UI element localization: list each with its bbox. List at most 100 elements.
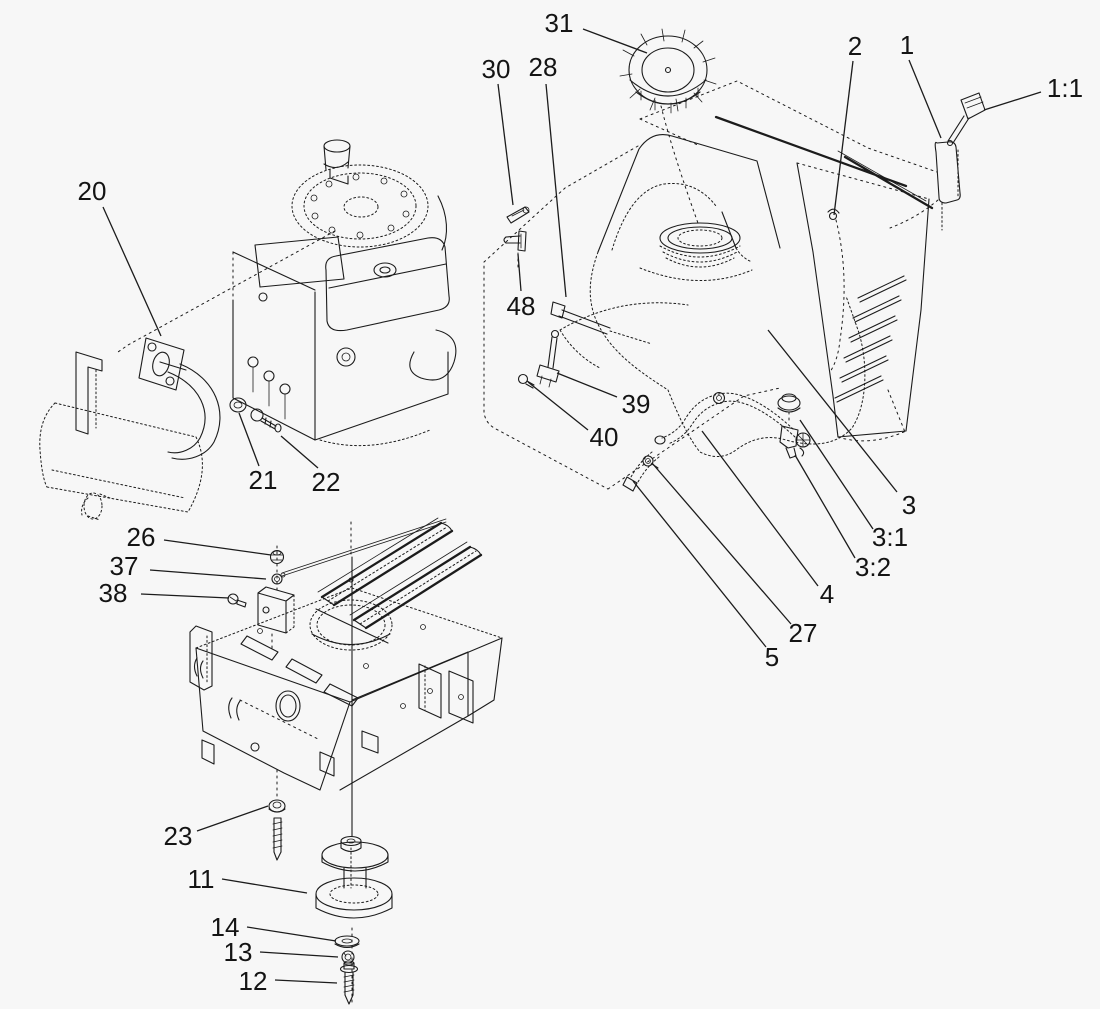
leader-line-4 [701, 430, 819, 587]
leader-line-13 [259, 951, 339, 958]
callout-label-26: 26 [127, 522, 156, 552]
throttle-control [889, 92, 986, 231]
bolt-26 [269, 549, 285, 565]
muffler-assembly [39, 337, 282, 521]
leader-line-22 [280, 435, 319, 469]
callout-label-21: 21 [249, 465, 278, 495]
cable-clip [827, 208, 845, 373]
leader-line-37 [149, 569, 267, 580]
callout-label-31: 31 [545, 8, 574, 38]
callout-label-13: 13 [224, 937, 253, 967]
callout-label-23: 23 [164, 821, 193, 851]
frame-front-face [195, 647, 351, 791]
exhaust-pipe [159, 361, 221, 460]
muffler-washer [229, 397, 247, 413]
control-console [796, 162, 930, 442]
callout-label-30: 30 [482, 54, 511, 84]
clip-48 [503, 230, 527, 269]
callout-label-27: 27 [789, 618, 818, 648]
leader-line-5 [632, 480, 767, 648]
callout-label-3:2: 3:2 [855, 552, 891, 582]
leader-line-20 [102, 206, 162, 337]
callout-label-4: 4 [820, 579, 834, 609]
support-rod [281, 518, 447, 577]
oil-fill-cap [323, 139, 351, 185]
callout-label-48: 48 [507, 291, 536, 321]
linkage-rod-39 [536, 329, 560, 388]
callout-label-3: 3 [902, 490, 916, 520]
spindle-hole [309, 599, 393, 651]
cap-alignment-trace [660, 105, 700, 227]
callout-label-40: 40 [590, 422, 619, 452]
fuel-shutoff-valve [779, 425, 799, 449]
bolt-23 [268, 769, 286, 861]
frame-assembly [189, 517, 503, 837]
spindle-pulley-assembly [315, 835, 393, 1005]
callout-label-5: 5 [765, 642, 779, 672]
fuel-pickup-tube-28 [550, 301, 653, 345]
leader-line-23 [196, 805, 269, 832]
filler-neck [659, 222, 741, 268]
callout-label-37: 37 [110, 551, 139, 581]
callout-label-20: 20 [78, 176, 107, 206]
lower-pulley [315, 877, 393, 919]
engine-block [232, 236, 449, 447]
engine-assembly [232, 139, 457, 447]
leader-line-26 [163, 539, 272, 556]
leader-line-11 [221, 878, 308, 894]
leader-line-3 [767, 329, 898, 493]
callout-label-1:1: 1:1 [1047, 73, 1083, 103]
callout-label-22: 22 [312, 467, 341, 497]
leader-line-3:2 [794, 454, 856, 559]
leader-line-28 [545, 83, 567, 298]
washer-14 [334, 935, 360, 949]
leader-line-31 [582, 28, 648, 54]
tank-grommet [777, 395, 801, 411]
flywheel [291, 164, 447, 251]
pulley-hub [340, 835, 362, 853]
exhaust-gasket [138, 337, 185, 391]
leader-line-3:1 [799, 419, 874, 530]
callout-label-38: 38 [99, 578, 128, 608]
callout-label-2: 2 [848, 31, 862, 61]
callout-label-14: 14 [211, 912, 240, 942]
bracket-standoff [257, 586, 295, 634]
bolt-12 [339, 960, 359, 1005]
leader-line-1:1 [983, 91, 1042, 111]
leader-line-14 [246, 926, 337, 942]
hose-clamp-upper [712, 391, 726, 405]
callout-label-3:1: 3:1 [872, 522, 908, 552]
leader-line-39 [556, 372, 618, 398]
leader-line-48 [517, 253, 522, 292]
frame-left-wing [189, 625, 213, 691]
console-vent-slots [834, 275, 907, 403]
leader-line-30 [497, 83, 514, 206]
screw-38 [227, 593, 247, 608]
leader-line-1 [908, 59, 942, 139]
hose-clamp-lower [642, 455, 654, 467]
reference-planes [117, 145, 781, 490]
callout-label-39: 39 [622, 389, 651, 419]
leader-line-27 [651, 462, 792, 625]
callout-label-11: 11 [188, 864, 215, 894]
mount-bracket-parts [227, 545, 295, 651]
muffler-bolt [250, 408, 282, 433]
screw-40 [517, 373, 535, 389]
pin-30 [506, 206, 530, 224]
upper-pulley [321, 841, 389, 889]
fuel-valve-assembly [777, 393, 811, 459]
leader-line-2 [833, 60, 854, 216]
linkage-parts [503, 206, 653, 389]
callout-label-12: 12 [239, 966, 268, 996]
seat-plate [639, 80, 938, 210]
fuel-cap [619, 28, 717, 227]
air-cleaner [325, 237, 457, 381]
leader-line-38 [140, 593, 230, 599]
fuel-tank-assembly [559, 134, 866, 457]
leader-line-12 [274, 979, 338, 984]
heat-shield-bracket [75, 351, 103, 435]
callout-label-28: 28 [529, 52, 558, 82]
